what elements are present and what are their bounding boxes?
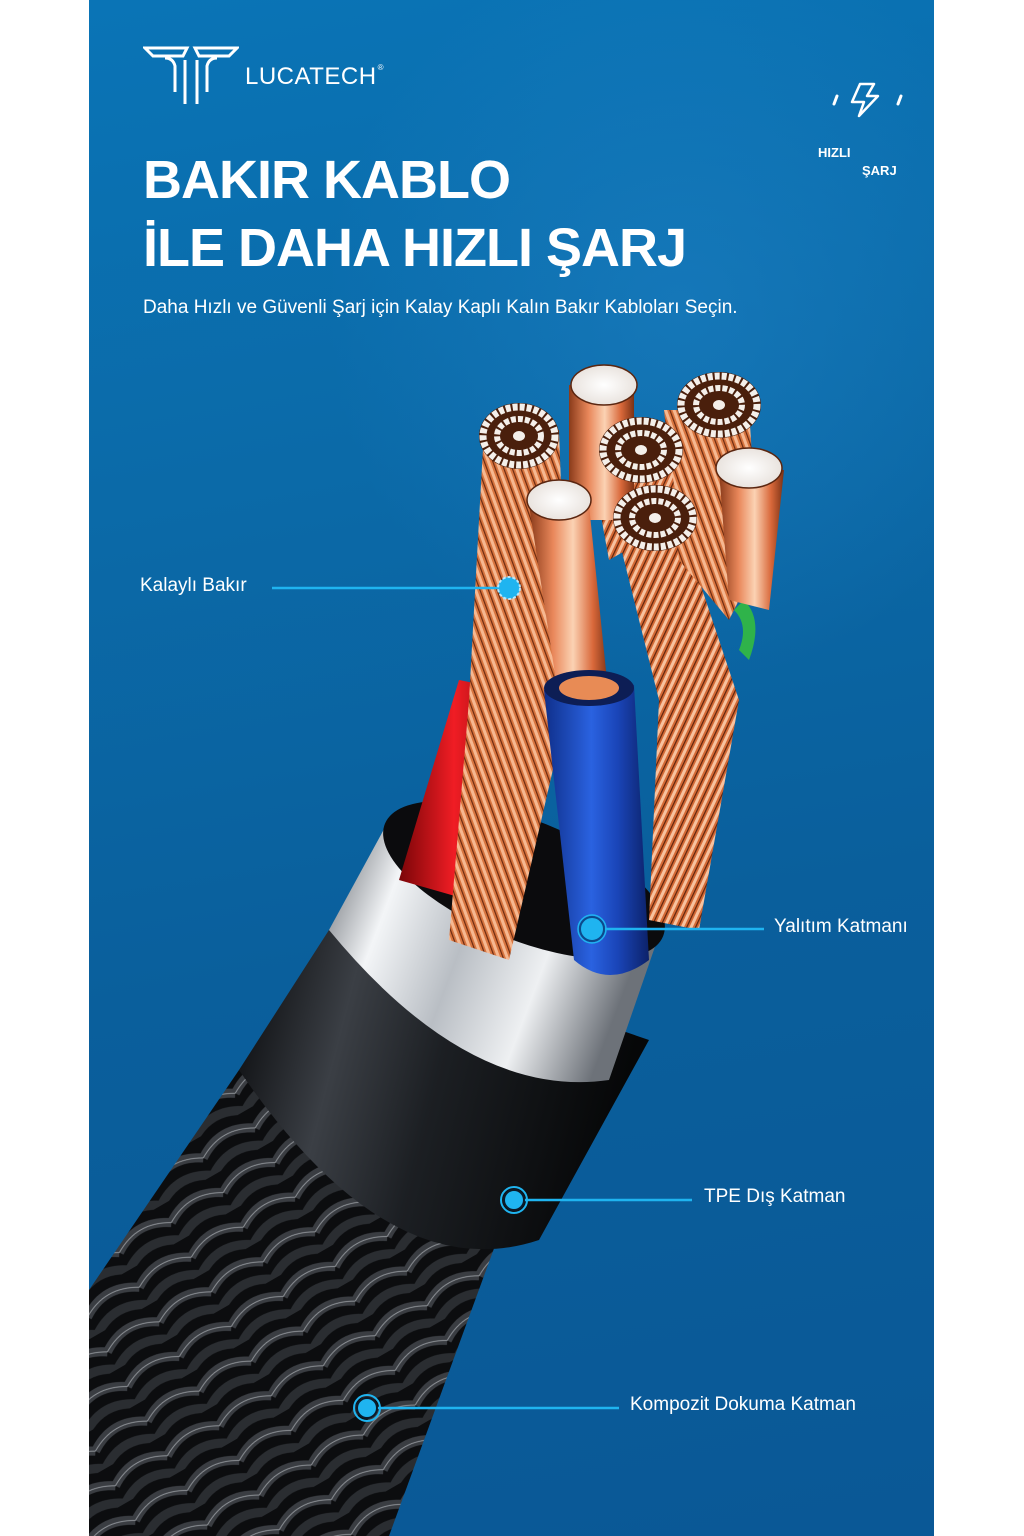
headline-line-2: İLE DAHA HIZLI ŞARJ	[143, 218, 687, 278]
lucatech-logo-icon	[143, 46, 239, 104]
cable-cross-section-illustration	[89, 364, 784, 1536]
stranded-end-1	[479, 403, 559, 469]
callout-line-tinned-copper	[272, 576, 521, 600]
lightning-bolt-icon	[832, 82, 903, 118]
badge-line-1: HIZLI	[818, 145, 851, 160]
callout-label-insulation-layer: Yalıtım Katmanı	[774, 916, 908, 937]
callout-label-tinned-copper: Kalaylı Bakır	[140, 575, 247, 596]
callout-line-insulation	[577, 914, 764, 944]
subheadline: Daha Hızlı ve Güvenli Şarj için Kalay Ka…	[143, 297, 738, 318]
stranded-end-3	[599, 417, 683, 483]
brand-logo: LUCATECH®	[143, 42, 384, 106]
headline: BAKIR KABLO İLE DAHA HIZLI ŞARJ	[143, 146, 687, 282]
badge-line-2: ŞARJ	[862, 163, 897, 178]
product-panel: LUCATECH® HIZLI ŞARJ BAKIR KABLO İLE DAH…	[89, 0, 934, 1536]
callout-label-composite-braid-layer: Kompozit Dokuma Katman	[630, 1394, 856, 1415]
callout-line-braid	[353, 1394, 619, 1422]
callout-label-tpe-outer-layer: TPE Dış Katman	[704, 1186, 846, 1207]
stranded-end-4	[613, 485, 697, 551]
brand-name: LUCATECH®	[245, 63, 384, 90]
headline-line-1: BAKIR KABLO	[143, 150, 511, 210]
fast-charge-badge: HIZLI ŞARJ	[814, 80, 924, 190]
stranded-end-2	[677, 372, 761, 438]
callout-line-tpe	[500, 1186, 692, 1214]
